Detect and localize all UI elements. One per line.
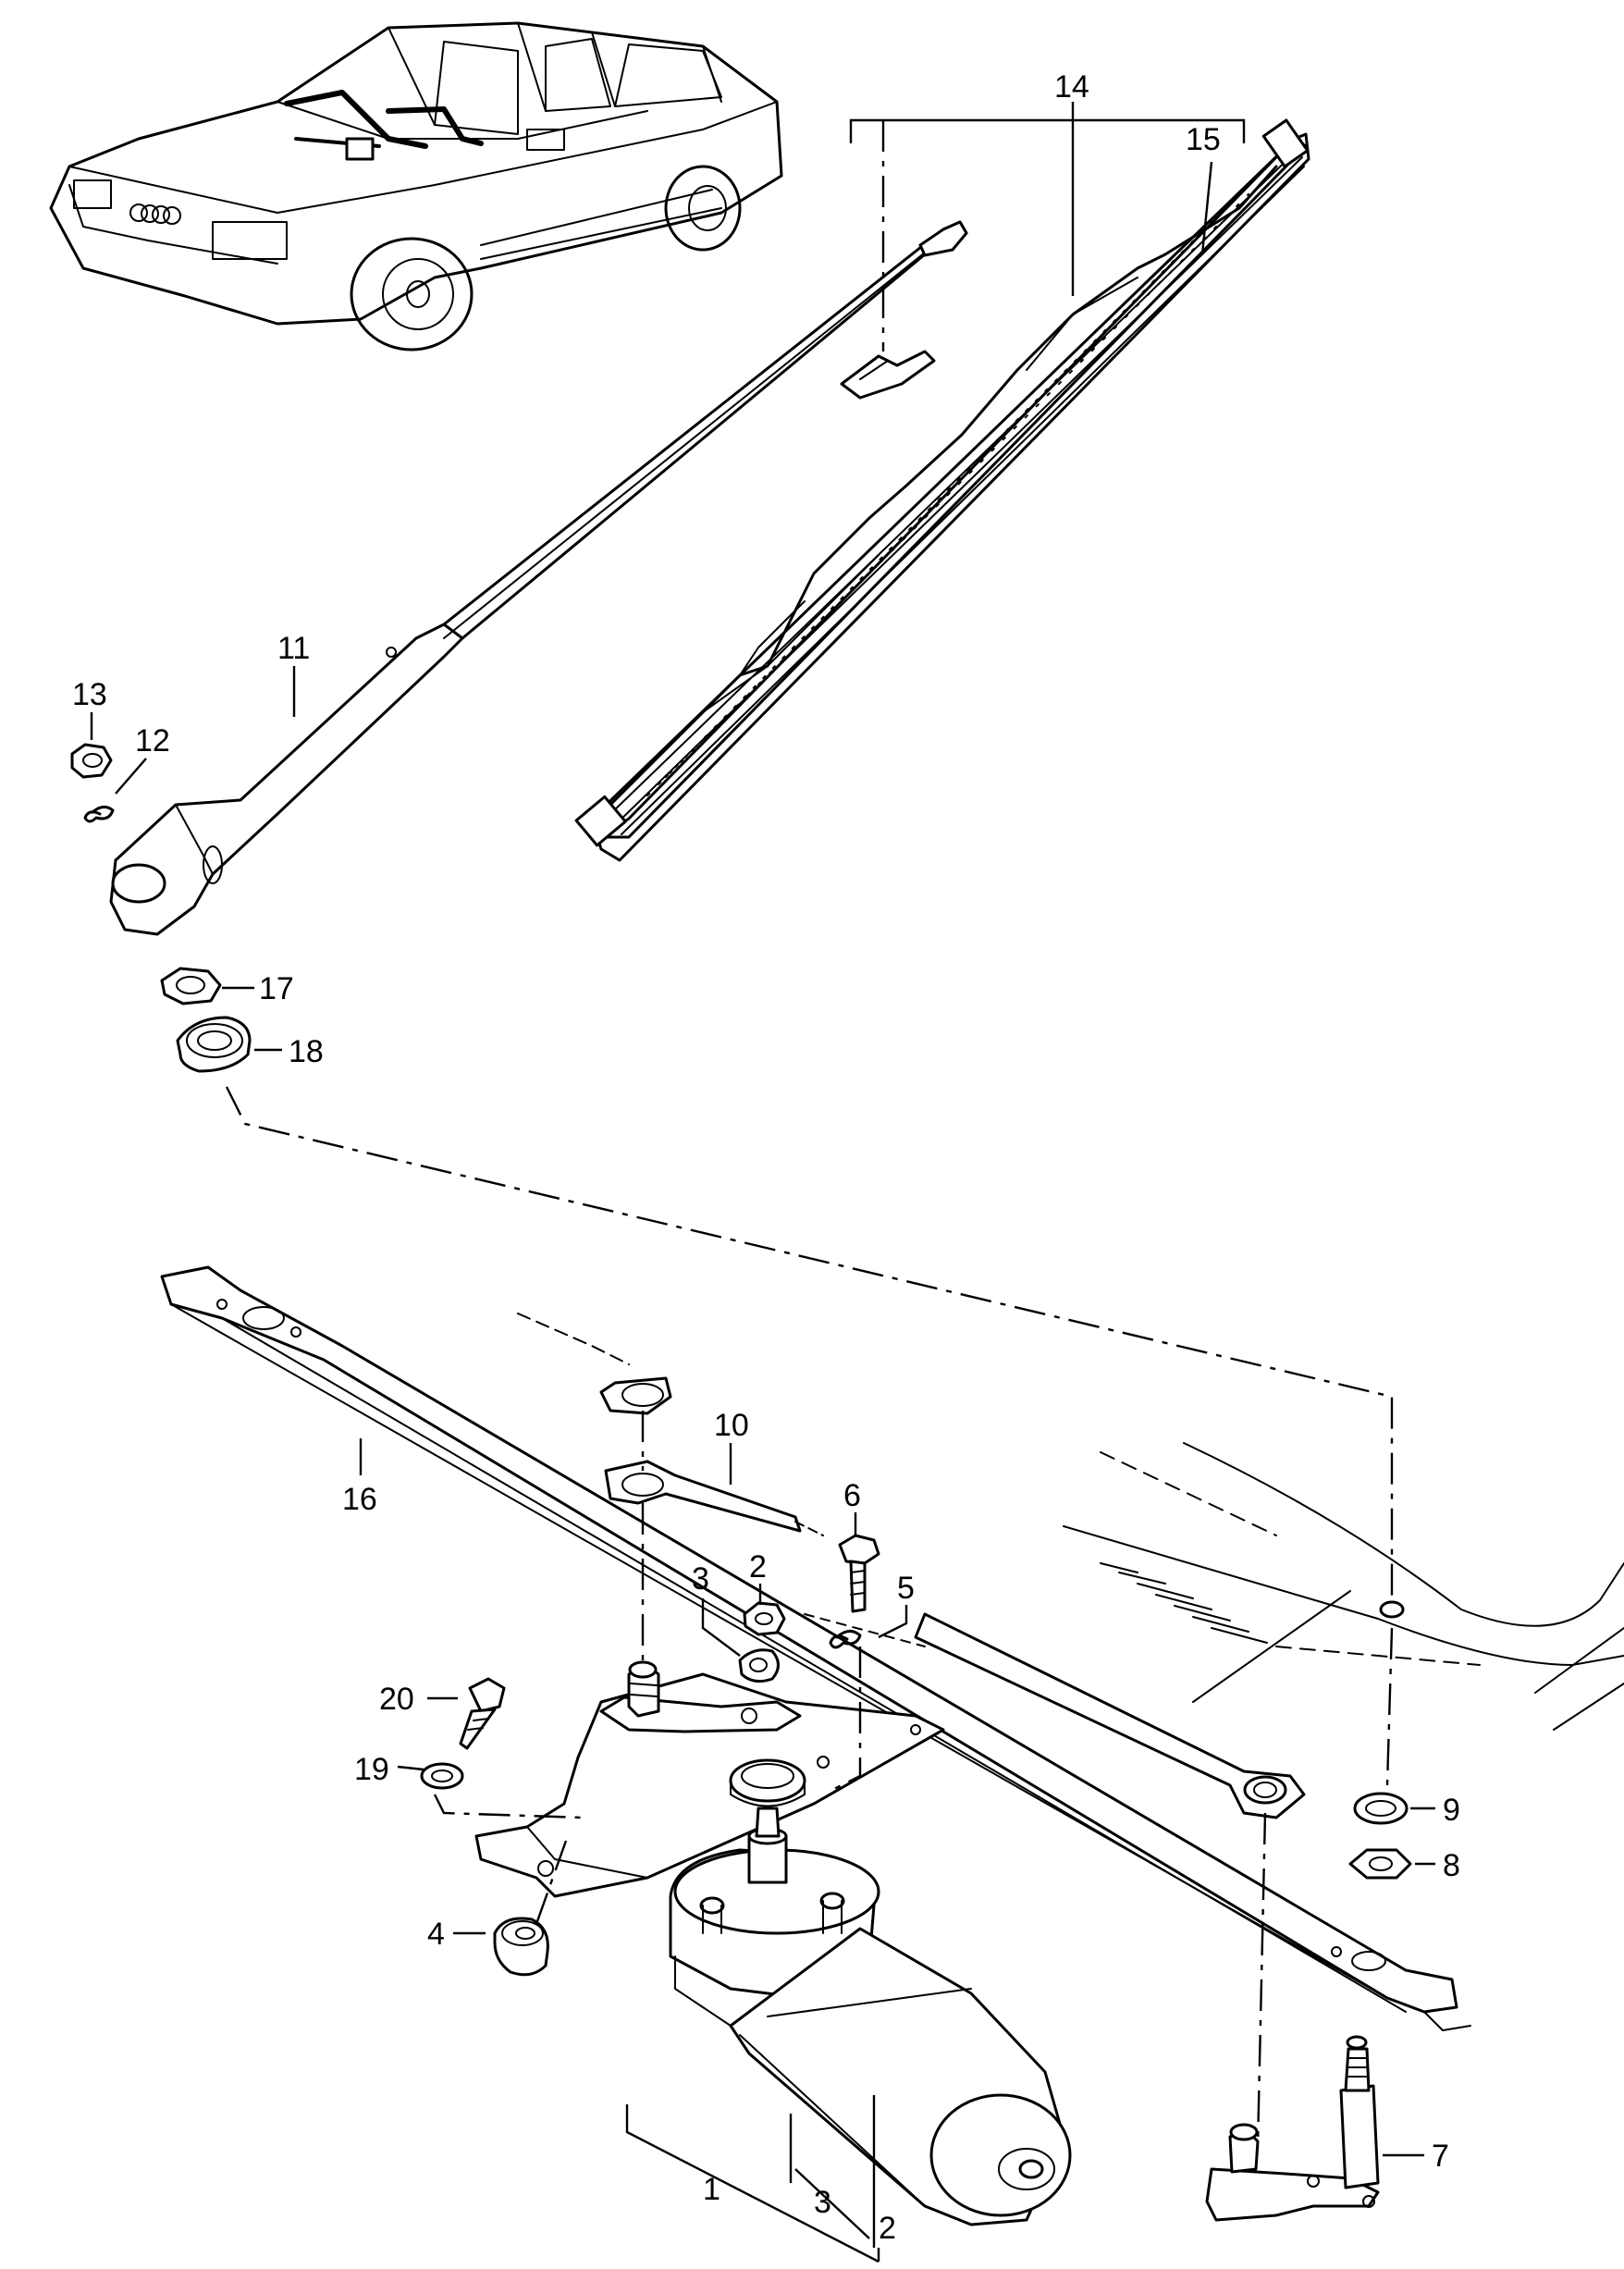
linkage-bar-16 bbox=[160, 1265, 1471, 2031]
callout-7: 7 bbox=[1432, 2139, 1449, 2174]
assembly-lines bbox=[225, 120, 1394, 2147]
callout-19: 19 bbox=[354, 1752, 389, 1787]
callout-18: 18 bbox=[289, 1034, 324, 1069]
washer-9 bbox=[1353, 1792, 1409, 1825]
nut-8 bbox=[1348, 1848, 1412, 1880]
callout-4: 4 bbox=[427, 1917, 445, 1952]
callout-9: 9 bbox=[1443, 1793, 1460, 1828]
callout-6: 6 bbox=[843, 1478, 861, 1513]
callout-17: 17 bbox=[259, 971, 294, 1006]
nut-17 bbox=[160, 967, 222, 1005]
callout-15: 15 bbox=[1186, 122, 1221, 157]
callout-8: 8 bbox=[1443, 1848, 1460, 1883]
nut-2 bbox=[743, 1601, 786, 1636]
callout-13: 13 bbox=[72, 677, 107, 712]
callout-3: 3 bbox=[692, 1561, 709, 1597]
bushing-18 bbox=[176, 1016, 252, 1073]
wiper-blade bbox=[574, 118, 1310, 862]
callout-12: 12 bbox=[135, 723, 170, 758]
spring-washer-5 bbox=[829, 1630, 862, 1649]
screw-20 bbox=[459, 1677, 506, 1750]
push-rod-10 bbox=[517, 1313, 824, 1536]
wiper-arm bbox=[109, 220, 968, 936]
logo-rings bbox=[129, 203, 181, 225]
cowl-vent-slots bbox=[1100, 1562, 1268, 1644]
callout-10: 10 bbox=[714, 1408, 749, 1443]
callout-14: 14 bbox=[1054, 69, 1089, 105]
nut-13 bbox=[70, 743, 113, 779]
grommet-4 bbox=[493, 1917, 549, 1977]
motor-crank bbox=[599, 1660, 802, 1733]
washer-12 bbox=[83, 806, 115, 823]
crank-rod bbox=[804, 1612, 1306, 1819]
leaders bbox=[90, 102, 1435, 2263]
callout-2-motor: 2 bbox=[879, 2211, 896, 2246]
washer-3 bbox=[738, 1648, 780, 1683]
wiper-motor bbox=[669, 1807, 1072, 2226]
callout-1: 1 bbox=[703, 2172, 720, 2207]
callout-16: 16 bbox=[342, 1482, 377, 1517]
callout-5: 5 bbox=[897, 1571, 915, 1606]
blade-dashes bbox=[646, 193, 1249, 796]
pivot-shaft-7 bbox=[1205, 2035, 1380, 2222]
bolt-6 bbox=[838, 1534, 880, 1613]
callout-11: 11 bbox=[277, 631, 310, 666]
callout-20: 20 bbox=[379, 1682, 414, 1717]
car-illustration bbox=[49, 21, 783, 351]
seal-ring bbox=[729, 1758, 806, 1807]
callouts: 14 15 11 13 12 17 18 16 10 6 5 2 3 20 19… bbox=[72, 69, 1460, 2246]
car-wiper-highlight bbox=[284, 90, 484, 161]
washer-19 bbox=[420, 1762, 464, 1790]
callout-3-motor: 3 bbox=[814, 2185, 831, 2220]
callout-2: 2 bbox=[749, 1549, 767, 1585]
cowl-outline bbox=[1063, 1442, 1624, 1731]
